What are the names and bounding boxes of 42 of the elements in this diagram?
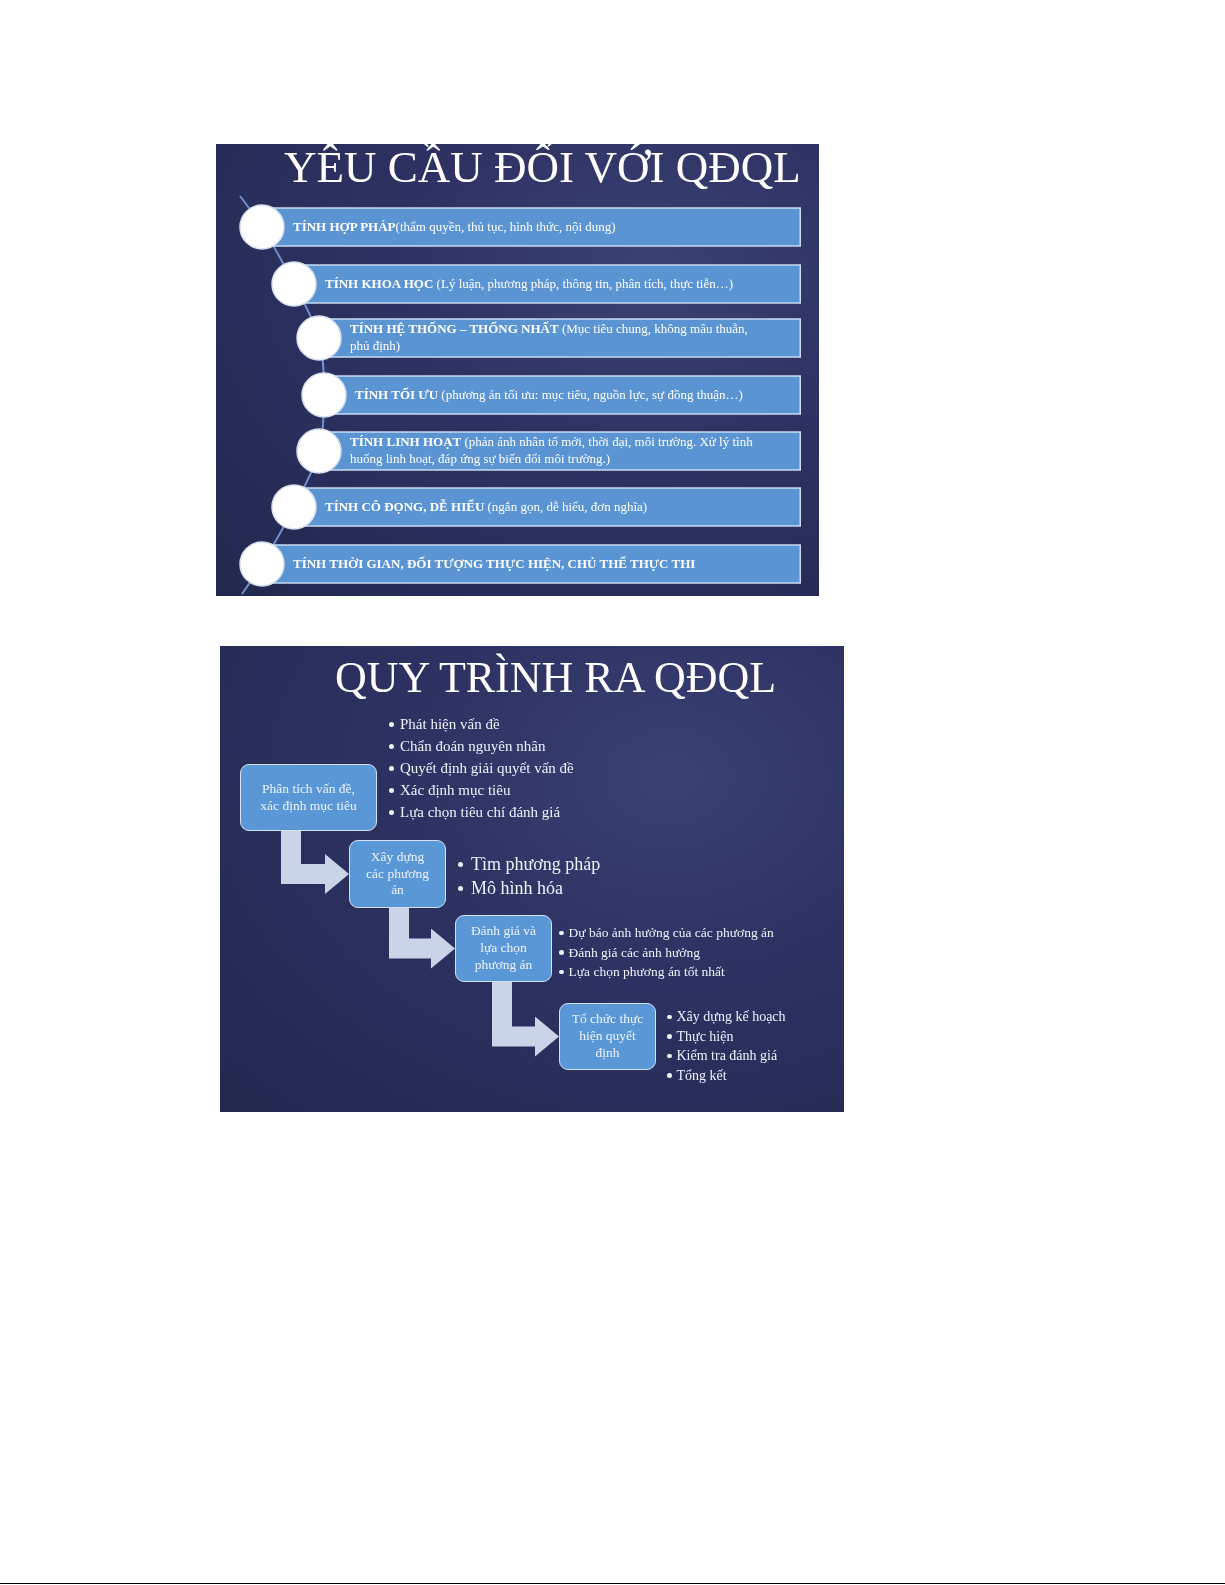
list-item-text: Lựa chọn phương án tốt nhất [568,963,725,981]
process-box [240,764,377,831]
requirement-text: TÍNH THỜI GIAN, ĐỐI TƯỢNG THỰC HIỆN, CHỦ THỂ THỰC THI [293,555,696,573]
requirement-text: TÍNH TỐI ƯU (phương án tối ưu: mục tiêu, nguồn lực, sự đồng thuận…) [355,386,743,404]
block-arrow [281,831,349,894]
requirement-bar [271,484,801,530]
requirement-text: TÍNH CÔ ĐỌNG, DỄ HIỂU (ngắn gọn, dễ hiểu, đơn nghĩa) [325,498,648,516]
list-item-text: Quyết định giải quyết vấn đề [400,759,574,778]
process-box [455,915,552,982]
list-item-text: Xây dựng kế hoạch [676,1008,786,1026]
list-item-text: Tìm phương pháp [471,853,601,876]
requirement-bar [239,204,801,250]
requirement-bar [296,428,801,474]
process-step-text: Tổ chức thực hiện quyết định [570,1011,645,1062]
process-step-text: Phân tích vấn đề, xác định mục tiêu [259,780,358,815]
requirement-text: TÍNH HỢP PHÁP(thẩm quyền, thủ tục, hình thức, nội dung) [293,218,616,236]
process-box [559,1003,656,1070]
list-item-text: Chẩn đoán nguyên nhân [400,737,546,756]
requirement-text: TÍNH LINH HOẠT (phản ánh nhân tố mới, thời đại, môi trường. Xử lý tình huống linh hoạt, đáp ứng sự biến đổi môi trường.) [350,434,754,468]
list-item-text: Tổng kết [676,1066,727,1085]
list-item-text: Dự báo ảnh hưởng của các phương án [568,924,774,942]
slide-title: QUY TRÌNH RA QĐQL [335,653,777,703]
slide-panel [216,144,819,596]
process-step-text: Xây dựng các phương án [365,848,430,900]
process-step-text: Đánh giá và lựa chọn phương án [469,923,538,974]
slide-panel [220,646,844,1112]
list-item-text: Đánh giá các ảnh hưởng [568,943,700,962]
requirement-bar [271,261,801,307]
list-item-text: Xác định mục tiêu [400,781,511,800]
requirement-bar [301,372,801,418]
block-arrow [389,908,455,969]
list-item-text: Kiểm tra đánh giá [676,1047,778,1065]
requirement-text: TÍNH KHOA HỌC (Lý luận, phương pháp, thông tin, phân tích, thực tiễn…) [325,275,734,293]
requirement-text: TÍNH HỆ THỐNG – THỐNG NHẤT (Mục tiêu chung, không mâu thuẫn, phủ định) [350,321,749,355]
list-item-text: Mô hình hóa [471,877,563,900]
process-box [349,840,446,908]
list-item-text: Thực hiện [676,1027,734,1046]
requirement-bar [239,541,801,587]
list-item-text: Lựa chọn tiêu chí đánh giá [400,803,561,822]
requirement-bar [296,315,801,361]
slide-title: YÊU CẦU ĐỐI VỚI QĐQL [284,141,801,193]
list-item-text: Phát hiện vấn đề [400,715,500,734]
